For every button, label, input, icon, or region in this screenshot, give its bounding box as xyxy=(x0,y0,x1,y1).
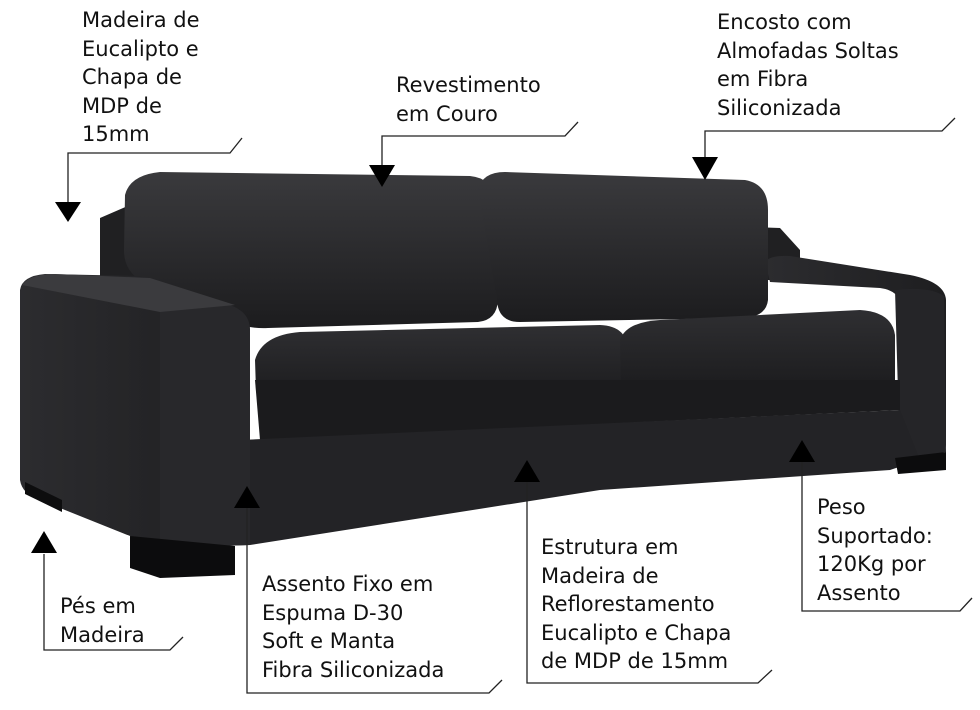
left-armrest-top xyxy=(22,274,235,312)
back-cushion-right xyxy=(478,172,768,322)
label-structure: Estrutura em Madeira de Reflorestamento … xyxy=(541,535,732,673)
foot-front-left xyxy=(25,482,62,512)
foot-right xyxy=(895,452,946,474)
label-frame: Madeira de Eucalipto e Chapa de MDP de 1… xyxy=(82,8,200,146)
pointer-arrows xyxy=(31,157,815,553)
arrow-seat xyxy=(234,486,260,508)
label-backrest: Encosto com Almofadas Soltas em Fibra Si… xyxy=(717,10,899,120)
left-armrest-front xyxy=(160,305,250,548)
arrow-backrest xyxy=(692,157,718,180)
label-upholstery: Revestimento em Couro xyxy=(396,73,541,126)
arrow-structure xyxy=(514,460,540,482)
arrow-upholstery xyxy=(369,165,395,187)
back-cushion-left xyxy=(124,172,498,329)
arrow-feet xyxy=(31,531,57,553)
arrow-weight xyxy=(789,440,815,462)
sofa-base xyxy=(240,410,920,545)
label-seat: Assento Fixo em Espuma D-30 Soft e Manta… xyxy=(262,572,445,682)
label-weight: Peso Suportado: 120Kg por Assento xyxy=(817,495,933,605)
right-armrest-front xyxy=(895,288,946,460)
label-feet: Pés em Madeira xyxy=(60,594,145,647)
foot-front-center xyxy=(130,536,235,578)
seat-front-panel xyxy=(255,380,900,440)
arrow-frame xyxy=(55,202,81,222)
leader-lines xyxy=(43,117,973,694)
